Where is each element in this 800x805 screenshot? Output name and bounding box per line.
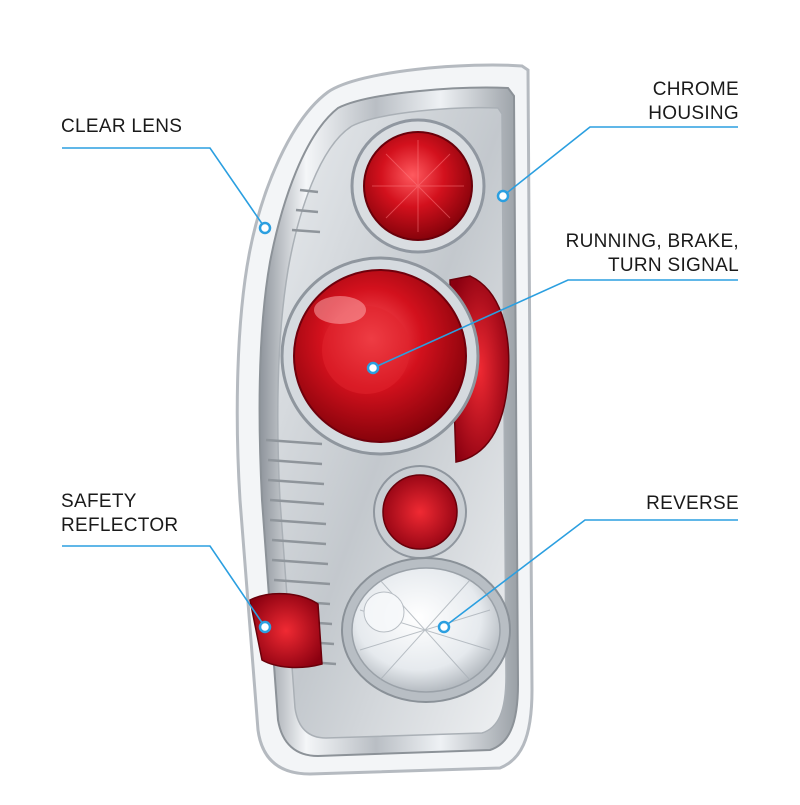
reverse-lens-facets <box>359 579 491 681</box>
label-chrome-housing-line-2: HOUSING <box>648 103 739 124</box>
main-lens-glare <box>314 296 366 324</box>
callout-line-running-brake-turn <box>372 279 738 369</box>
label-clear-lens-line-1: CLEAR LENS <box>61 116 183 137</box>
label-running-brake-turn: RUNNING, BRAKE, TURN SIGNAL <box>566 230 739 278</box>
middle-red-lens <box>382 474 458 550</box>
callout-line-chrome-housing <box>502 126 738 197</box>
label-chrome-housing-line-1: CHROME <box>652 79 739 100</box>
callout-line-safety-reflector <box>62 545 266 628</box>
safety-reflector <box>249 592 323 669</box>
callout-lines <box>62 126 738 634</box>
callout-marker-chrome-housing <box>496 189 510 203</box>
label-safety-line-2: REFLECTOR <box>61 515 179 536</box>
label-clear-lens: CLEAR LENS <box>61 115 182 139</box>
label-reverse-line-1: REVERSE <box>646 493 739 514</box>
upper-lens-facets <box>372 140 464 232</box>
label-chrome-housing: CHROME HOUSING <box>648 78 739 126</box>
main-lens-inner <box>322 306 410 394</box>
callout-line-reverse <box>443 519 738 628</box>
reflector-ribs <box>265 188 337 666</box>
label-safety-line-1: SAFETY <box>61 491 137 512</box>
label-safety-reflector: SAFETY REFLECTOR <box>61 490 178 538</box>
callout-marker-reverse <box>437 620 451 634</box>
label-running-line-2: TURN SIGNAL <box>607 255 739 276</box>
callout-marker-running-brake-turn <box>366 361 380 375</box>
callout-line-clear-lens <box>62 147 266 229</box>
callout-marker-clear-lens <box>258 221 272 235</box>
label-running-line-1: RUNNING, BRAKE, <box>565 231 739 252</box>
label-reverse: REVERSE <box>646 492 739 516</box>
callout-marker-safety-reflector <box>258 620 272 634</box>
